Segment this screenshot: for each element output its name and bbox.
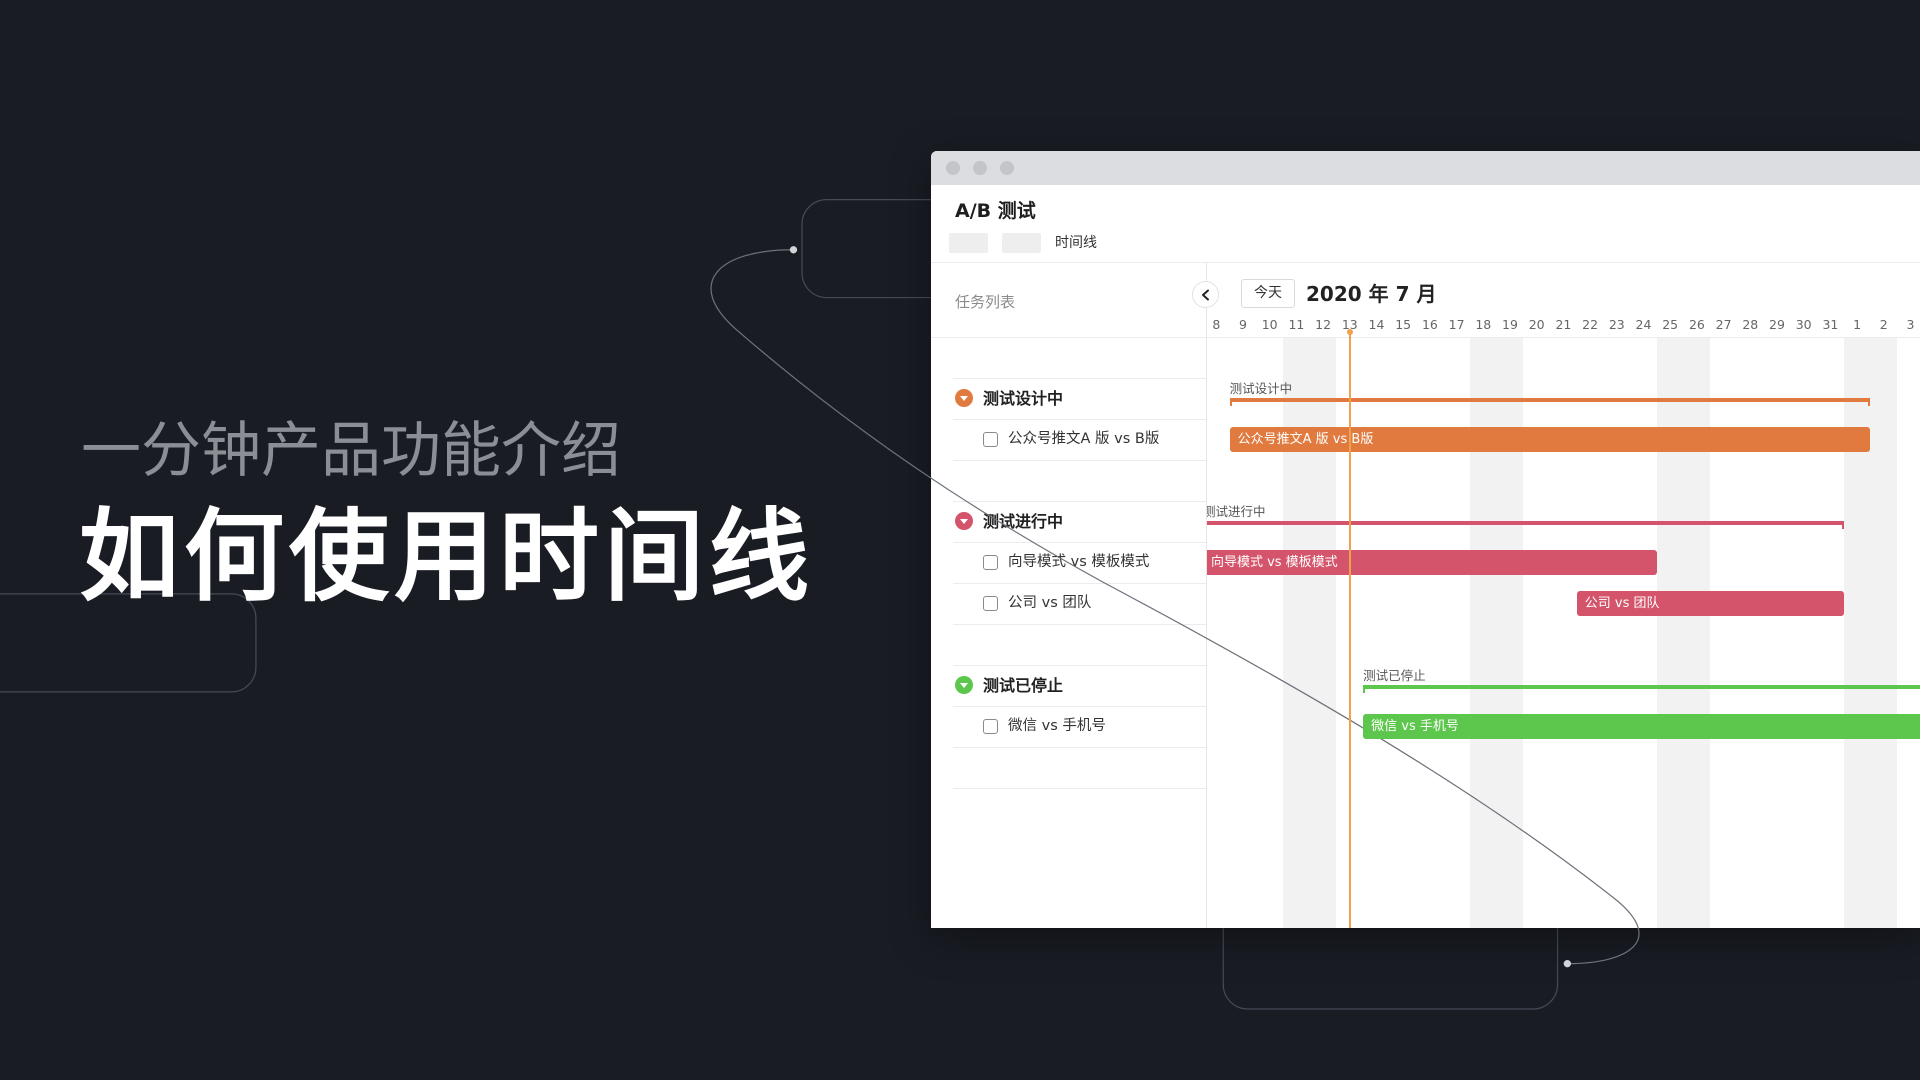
day-label: 17	[1448, 317, 1465, 332]
day-label: 20	[1528, 317, 1545, 332]
day-label: 31	[1822, 317, 1839, 332]
day-label: 24	[1635, 317, 1652, 332]
row-divider	[953, 787, 1206, 789]
caret-down-icon[interactable]	[955, 676, 973, 694]
day-label: 8	[1212, 317, 1221, 332]
task-checkbox[interactable]	[983, 431, 998, 447]
task-bar[interactable]: 微信 vs 手机号	[1363, 713, 1920, 739]
row-divider	[953, 623, 1206, 625]
task-list-header: 任务列表	[955, 293, 1016, 311]
group-name: 测试进行中	[983, 511, 1064, 531]
task-bar[interactable]: 公司 vs 团队	[1576, 590, 1844, 616]
day-label: 29	[1769, 317, 1785, 332]
task-name: 公司 vs 团队	[1008, 594, 1092, 611]
group-name: 测试设计中	[983, 388, 1064, 408]
caret-down-icon[interactable]	[955, 389, 973, 407]
task-checkbox[interactable]	[983, 595, 998, 611]
group-summary-bar[interactable]	[1207, 520, 1844, 529]
group-bar-label: 测试设计中	[1229, 380, 1293, 396]
task-row[interactable]: 微信 vs 手机号	[931, 706, 1206, 747]
axis-divider	[931, 337, 1920, 338]
task-checkbox[interactable]	[983, 554, 998, 570]
task-name: 微信 vs 手机号	[1008, 717, 1106, 734]
group-row[interactable]: 测试设计中	[931, 378, 1206, 419]
connector-dot	[789, 246, 798, 254]
task-bar[interactable]: 向导模式 vs 模板模式	[1207, 549, 1657, 575]
day-label: 1	[1853, 317, 1862, 332]
day-label: 19	[1502, 317, 1518, 332]
day-label: 30	[1795, 317, 1812, 332]
row-divider	[953, 746, 1206, 748]
today-button[interactable]: 今天	[1241, 279, 1295, 308]
day-label: 21	[1555, 317, 1572, 332]
window-titlebar	[931, 151, 1920, 185]
day-label: 11	[1288, 317, 1305, 332]
row-divider	[953, 459, 1206, 461]
prev-period-button[interactable]	[1192, 281, 1219, 308]
maximize-icon[interactable]	[1000, 161, 1014, 175]
day-label: 10	[1261, 317, 1278, 332]
day-label: 28	[1742, 317, 1759, 332]
caret-down-icon[interactable]	[955, 512, 973, 530]
task-checkbox[interactable]	[983, 718, 998, 734]
day-label: 2	[1879, 317, 1888, 332]
day-label: 12	[1315, 317, 1332, 332]
minimize-icon[interactable]	[973, 161, 987, 175]
day-label: 3	[1906, 317, 1915, 332]
task-name: 公众号推文A 版 vs B版	[1008, 430, 1160, 447]
weekend-column	[1870, 337, 1898, 928]
hero-title: 如何使用时间线	[79, 498, 814, 615]
task-row[interactable]: 公众号推文A 版 vs B版	[931, 419, 1206, 460]
page-title: A/B 测试	[955, 200, 1036, 222]
chevron-left-icon	[1201, 289, 1209, 300]
group-row[interactable]: 测试已停止	[931, 665, 1206, 706]
group-bar-label: 测试已停止	[1363, 667, 1426, 683]
group-summary-bar[interactable]	[1363, 684, 1920, 693]
task-bar[interactable]: 公众号推文A 版 vs B版	[1229, 426, 1871, 452]
view-tab-placeholder[interactable]	[1002, 233, 1041, 253]
group-name: 测试已停止	[983, 675, 1064, 695]
tab-timeline[interactable]: 时间线	[1055, 235, 1097, 251]
group-row[interactable]: 测试进行中	[931, 501, 1206, 542]
day-label: 18	[1475, 317, 1492, 332]
task-row[interactable]: 向导模式 vs 模板模式	[931, 542, 1206, 583]
month-label: 2020 年 7 月	[1306, 282, 1437, 306]
day-label: 27	[1715, 317, 1732, 332]
day-label: 22	[1582, 317, 1599, 332]
day-label: 23	[1608, 317, 1625, 332]
day-label: 16	[1421, 317, 1438, 332]
hero-subtitle: 一分钟产品功能介绍	[81, 416, 621, 486]
today-marker	[1346, 329, 1353, 928]
timeline-bars: 测试设计中公众号推文A 版 vs B版测试进行中向导模式 vs 模板模式公司 v…	[1207, 378, 1920, 928]
close-icon[interactable]	[946, 161, 960, 175]
day-label: 15	[1395, 317, 1412, 332]
day-label: 26	[1688, 317, 1705, 332]
connector-dot	[1563, 960, 1572, 968]
task-list: 测试设计中公众号推文A 版 vs B版测试进行中向导模式 vs 模板模式公司 v…	[931, 377, 1206, 798]
view-tab-placeholder[interactable]	[949, 233, 988, 253]
task-name: 向导模式 vs 模板模式	[1008, 553, 1150, 570]
day-label: 9	[1239, 317, 1247, 332]
day-label: 14	[1368, 317, 1385, 332]
group-bar-label: 测试进行中	[1207, 503, 1266, 519]
day-label: 25	[1662, 317, 1679, 332]
task-row[interactable]: 公司 vs 团队	[931, 583, 1206, 624]
group-summary-bar[interactable]	[1229, 397, 1871, 406]
